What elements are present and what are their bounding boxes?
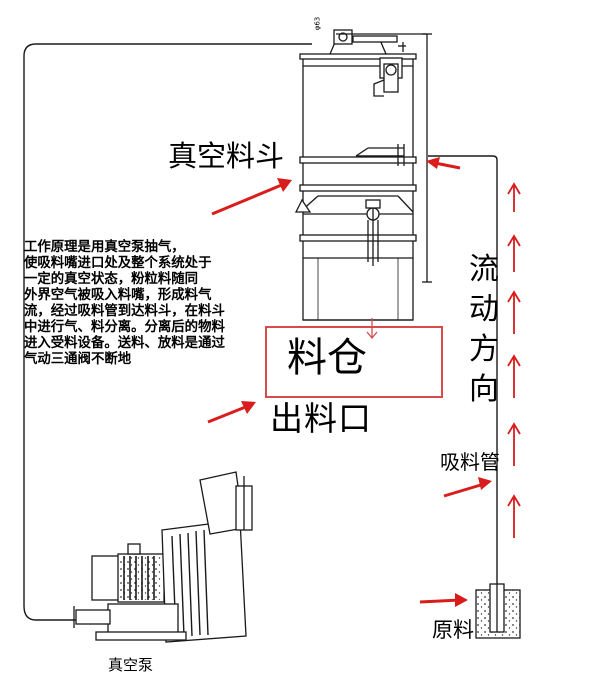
principle-line: 气动三通阀不断地 — [24, 352, 132, 367]
suction-pipe-line — [428, 155, 498, 588]
vacuum-hopper — [294, 29, 432, 321]
flow-direction-label: 流动方向 — [469, 252, 499, 407]
indicator-arrows — [207, 157, 492, 607]
dimension-label: φ63 — [313, 16, 322, 31]
storage-bin-box: 料仓 — [265, 326, 443, 398]
principle-line: 中进行气、料分离。分离后的物料 — [24, 320, 225, 335]
working-principle-text: 工作原理是用真空泵抽气， 使吸料嘴进口处及整个系统处于 一定的真空状态，粉粒料随… — [24, 240, 256, 368]
vacuum-hopper-label: 真空料斗 — [168, 139, 285, 173]
principle-line: 流，经过吸料管到达料斗，在料斗 — [24, 304, 225, 319]
vacuum-pump — [73, 471, 253, 643]
principle-line: 一定的真空状态，粉粒料随同 — [24, 272, 199, 287]
principle-line: 进入受料设备。送料、放料是通过 — [24, 336, 225, 351]
principle-line: 工作原理是用真空泵抽气， — [24, 240, 185, 255]
flow-arrows — [507, 182, 521, 538]
suction-pipe-label: 吸料管 — [440, 450, 500, 474]
storage-bin-label: 料仓 — [287, 335, 367, 381]
vacuum-pump-label: 真空泵 — [108, 656, 154, 674]
raw-material-container — [475, 583, 521, 639]
vacuum-line — [23, 43, 312, 621]
raw-material-label: 原料 — [432, 618, 474, 642]
bin-inlet-arrow — [366, 318, 378, 340]
outlet-label: 出料口 — [270, 399, 372, 438]
principle-line: 外界空气被吸入料嘴，形成料气 — [24, 288, 212, 303]
principle-line: 使吸料嘴进口处及整个系统处于 — [24, 256, 212, 271]
